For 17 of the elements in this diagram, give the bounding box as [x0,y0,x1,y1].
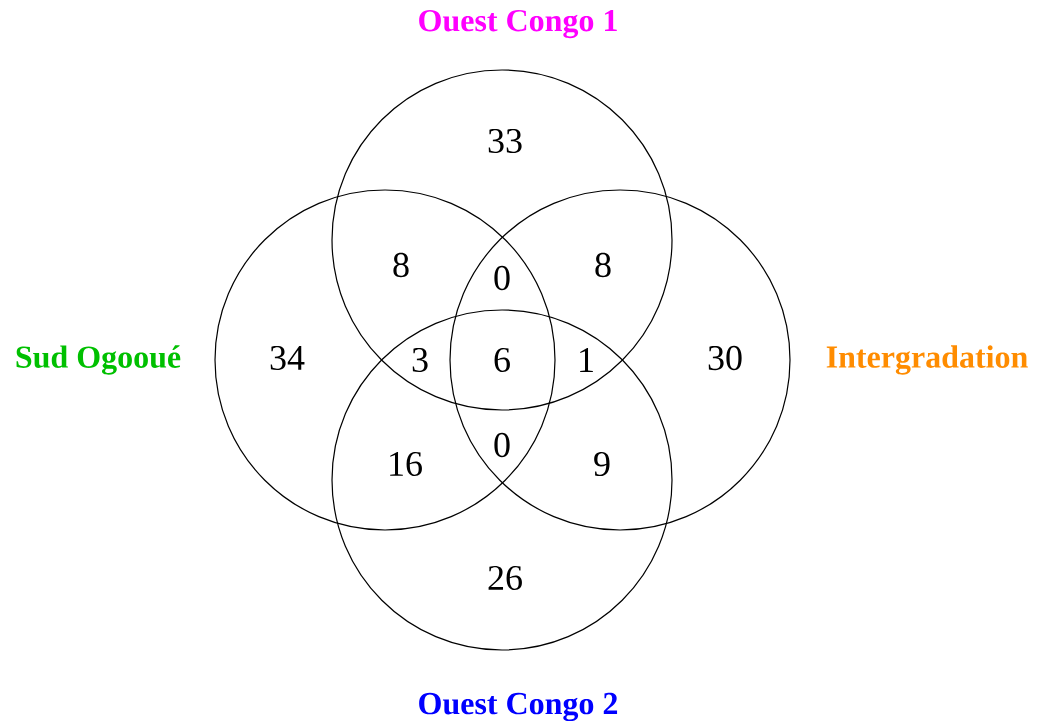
set-label: Ouest Congo 2 [419,692,618,722]
set-label: Intergradation [826,345,1028,375]
set-label: Sud Ogooué [16,345,181,375]
region-count: 0 [494,265,510,291]
region-count: 8 [595,252,611,278]
region-count: 30 [708,345,742,371]
region-count: 26 [488,565,522,591]
region-count: 1 [580,348,593,372]
set-label: Ouest Congo 1 [419,9,617,39]
region-count: 3 [412,347,428,373]
region-count: 6 [494,347,510,373]
region-count: 16 [390,451,422,477]
region-count: 33 [488,128,522,154]
region-count: 8 [393,252,409,278]
region-count: 0 [494,432,510,458]
region-count: 9 [594,451,610,477]
region-count: 34 [270,345,305,371]
